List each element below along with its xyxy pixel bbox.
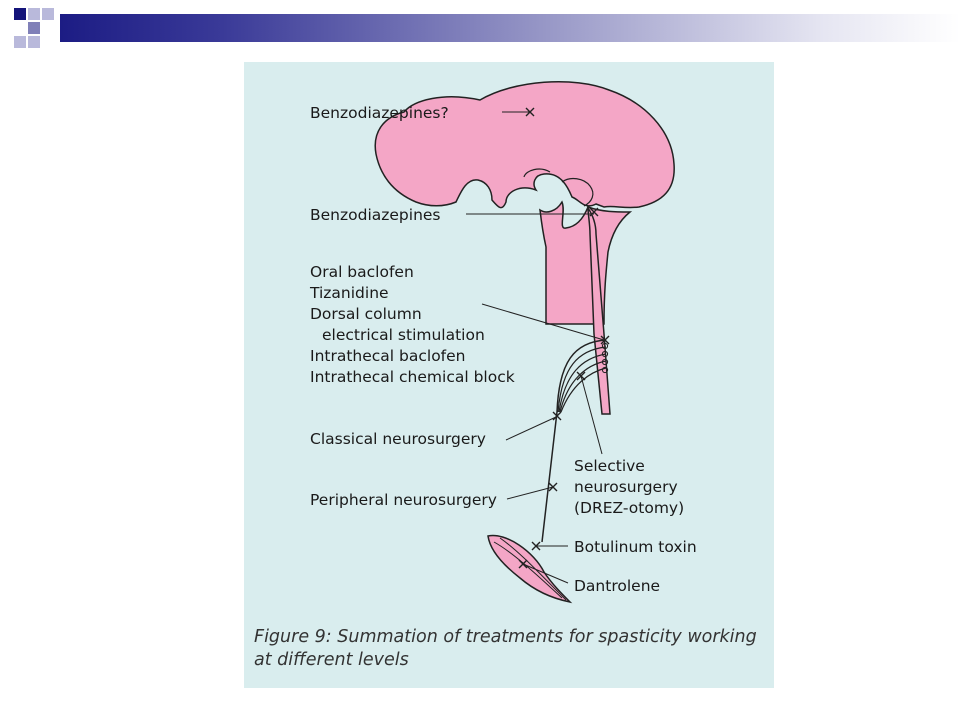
leader-lines xyxy=(466,111,605,584)
label-tizanidine: Tizanidine xyxy=(309,284,389,302)
label-drez-otomy: (DREZ-otomy) xyxy=(574,499,684,517)
leader-line xyxy=(505,416,557,441)
cord-mark xyxy=(601,358,609,366)
muscle xyxy=(487,534,573,604)
header-square xyxy=(14,36,26,48)
x-mark xyxy=(600,335,610,345)
spinal-cord xyxy=(587,205,611,415)
brain-contour xyxy=(523,168,594,207)
diagram-canvas: Benzodiazepines? Benzodiazepines Oral ba… xyxy=(309,80,697,604)
header-square xyxy=(28,36,40,48)
nerve-fibre xyxy=(541,339,607,543)
label-electrical-stimulation: electrical stimulation xyxy=(322,326,485,344)
nerve-fibre xyxy=(557,346,607,413)
nerve-fibre xyxy=(560,367,607,413)
cord-mark xyxy=(601,350,609,358)
brain-shape xyxy=(374,80,675,209)
header-square xyxy=(28,8,40,20)
nerve-fibre xyxy=(558,353,607,413)
x-mark xyxy=(589,207,599,217)
label-benzo: Benzodiazepines xyxy=(310,206,441,224)
cord-mark xyxy=(601,366,609,374)
label-botulinum-toxin: Botulinum toxin xyxy=(574,538,697,556)
label-intrathecal-baclofen: Intrathecal baclofen xyxy=(310,347,466,365)
brainstem-shape xyxy=(539,200,633,325)
header-square xyxy=(14,8,26,20)
x-mark xyxy=(552,411,562,421)
label-dorsal-column: Dorsal column xyxy=(310,305,422,323)
label-selective-neurosurgery: neurosurgery xyxy=(574,478,678,496)
label-peripheral-neurosurgery: Peripheral neurosurgery xyxy=(310,491,497,509)
label-classical-neurosurgery: Classical neurosurgery xyxy=(310,430,486,448)
header-gradient-bar xyxy=(60,14,960,42)
spasticity-figure: Benzodiazepines? Benzodiazepines Oral ba… xyxy=(244,62,774,688)
header-square xyxy=(42,8,54,20)
leader-line xyxy=(481,303,605,341)
leader-line xyxy=(580,375,603,455)
nerve-fibre xyxy=(559,360,607,413)
cord-mark xyxy=(601,342,609,350)
label-dantrolene: Dantrolene xyxy=(574,577,660,595)
label-oral-baclofen: Oral baclofen xyxy=(310,263,414,281)
label-intrathecal-chemical-block: Intrathecal chemical block xyxy=(310,368,515,386)
figure-caption: Figure 9: Summation of treatments for sp… xyxy=(254,627,757,670)
leader-line xyxy=(506,486,554,500)
label-selective: Selective xyxy=(574,457,645,475)
leader-line xyxy=(522,563,569,584)
label-benzo-questioned: Benzodiazepines? xyxy=(310,104,449,122)
header-square xyxy=(28,22,40,34)
